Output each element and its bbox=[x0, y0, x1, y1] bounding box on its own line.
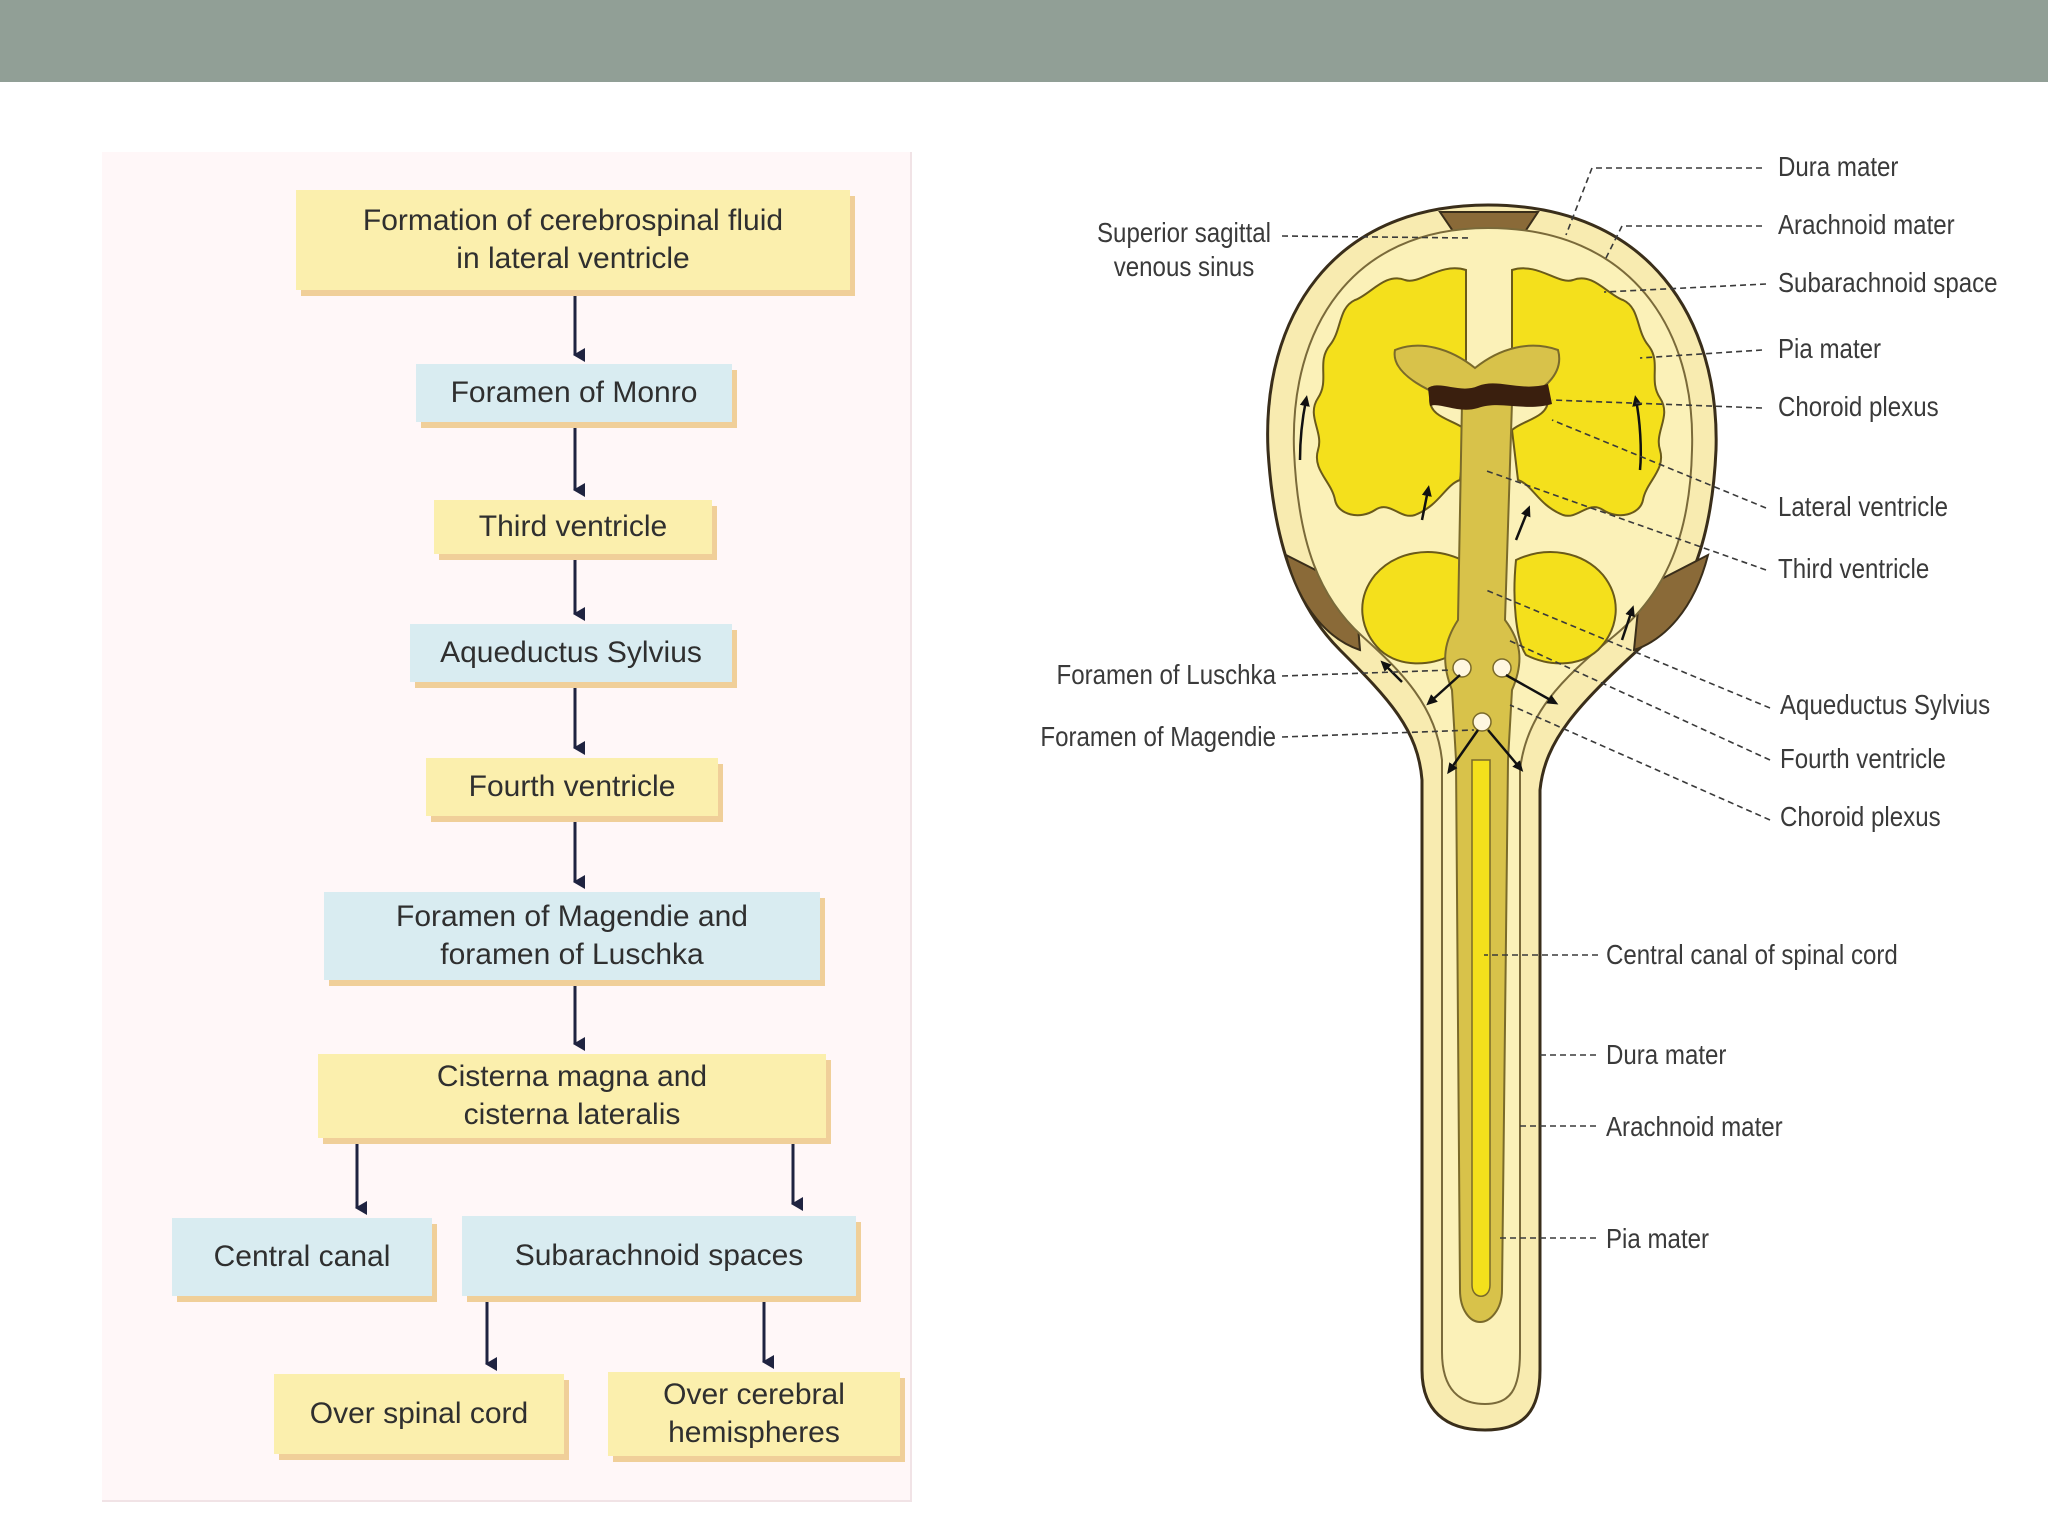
foramen-luschka-right bbox=[1492, 658, 1512, 678]
leader-lateral-ventricle bbox=[1551, 419, 1767, 509]
box-cisterna: Cisterna magna and cisterna lateralis bbox=[318, 1054, 826, 1138]
flow-arrow-luschka-left bbox=[1426, 674, 1461, 706]
leader-superior-sagittal bbox=[1281, 235, 1471, 239]
leader-subarachnoid bbox=[1603, 283, 1767, 293]
box-over-spinal-cord: Over spinal cord bbox=[274, 1374, 564, 1454]
label-foramen-of-luschka: Foramen of Luschka bbox=[1056, 659, 1276, 690]
box-formation: Formation of cerebrospinal fluid in late… bbox=[296, 190, 850, 290]
box-fourth-ventricle: Fourth ventricle bbox=[426, 758, 718, 816]
label-fourth-ventricle: Fourth ventricle bbox=[1780, 743, 1946, 774]
leader-luschka bbox=[1281, 669, 1453, 677]
leader-choroid-bottom bbox=[1509, 704, 1771, 821]
label-arachnoid-mater-bottom: Arachnoid mater bbox=[1606, 1111, 1783, 1142]
label-choroid-plexus-bottom: Choroid plexus bbox=[1780, 801, 1941, 832]
leader-fourth-ventricle bbox=[1507, 639, 1771, 761]
label-lateral-ventricle: Lateral ventricle bbox=[1778, 491, 1948, 522]
right-cerebellum bbox=[1513, 551, 1617, 665]
label-pia-mater-top: Pia mater bbox=[1778, 333, 1882, 364]
label-central-canal-of-spinal-cord: Central canal of spinal cord bbox=[1606, 939, 1898, 970]
left-cerebral-hemisphere bbox=[1312, 267, 1468, 517]
label-arachnoid-mater-top: Arachnoid mater bbox=[1778, 209, 1955, 240]
foramen-magendie bbox=[1472, 712, 1492, 732]
dura-left-corner bbox=[1284, 553, 1362, 652]
box-foramen-of-monro: Foramen of Monro bbox=[416, 364, 732, 422]
label-pia-mater-bottom: Pia mater bbox=[1606, 1223, 1710, 1254]
label-foramen-of-magendie: Foramen of Magendie bbox=[1040, 721, 1276, 752]
leader-arachnoid-top-slant bbox=[1605, 225, 1623, 259]
central-canal bbox=[1471, 759, 1491, 1297]
flow-arrow-right-gyrus bbox=[1514, 505, 1531, 541]
flow-arrow-up-left bbox=[1298, 395, 1310, 461]
leader-aqueductus bbox=[1485, 589, 1771, 709]
box-over-cerebral-hemispheres: Over cerebral hemispheres bbox=[608, 1372, 900, 1456]
label-dura-mater-top: Dura mater bbox=[1778, 151, 1899, 182]
dura-right-corner bbox=[1632, 553, 1710, 652]
flow-arrow-up-right bbox=[1632, 395, 1643, 471]
leader-choroid-top bbox=[1551, 399, 1763, 409]
flow-arrow-luschka-right bbox=[1505, 673, 1559, 705]
box-subarachnoid-spaces: Subarachnoid spaces bbox=[462, 1216, 856, 1296]
box-third-ventricle: Third ventricle bbox=[434, 500, 712, 554]
flow-arrow-outer-left bbox=[1380, 660, 1403, 683]
header-bar bbox=[0, 0, 2048, 82]
label-superior-sagittal-sinus: Superior sagittal venous sinus bbox=[1096, 217, 1272, 282]
label-choroid-plexus-top: Choroid plexus bbox=[1778, 391, 1939, 422]
flow-arrow-lower-right bbox=[1620, 605, 1635, 641]
flow-arrow-magendie-right bbox=[1487, 729, 1524, 772]
label-dura-mater-bottom: Dura mater bbox=[1606, 1039, 1727, 1070]
label-subarachnoid-space: Subarachnoid space bbox=[1778, 267, 1998, 298]
leader-magendie bbox=[1281, 729, 1475, 738]
box-central-canal: Central canal bbox=[172, 1218, 432, 1296]
label-aqueductus-sylvius: Aqueductus Sylvius bbox=[1780, 689, 1991, 720]
leader-dura-top-slant bbox=[1565, 167, 1593, 236]
flow-arrow-magendie-left bbox=[1447, 729, 1480, 775]
flow-arrow-left-gyrus bbox=[1420, 485, 1432, 521]
box-magendie-luschka: Foramen of Magendie and foramen of Lusch… bbox=[324, 892, 820, 980]
label-third-ventricle: Third ventricle bbox=[1778, 553, 1930, 584]
choroid-plexus-dark bbox=[1428, 383, 1552, 410]
leader-pia-top bbox=[1639, 349, 1763, 359]
box-aqueductus-sylvius: Aqueductus Sylvius bbox=[410, 624, 732, 682]
right-cerebral-hemisphere bbox=[1510, 267, 1666, 517]
foramen-luschka-left bbox=[1452, 658, 1472, 678]
